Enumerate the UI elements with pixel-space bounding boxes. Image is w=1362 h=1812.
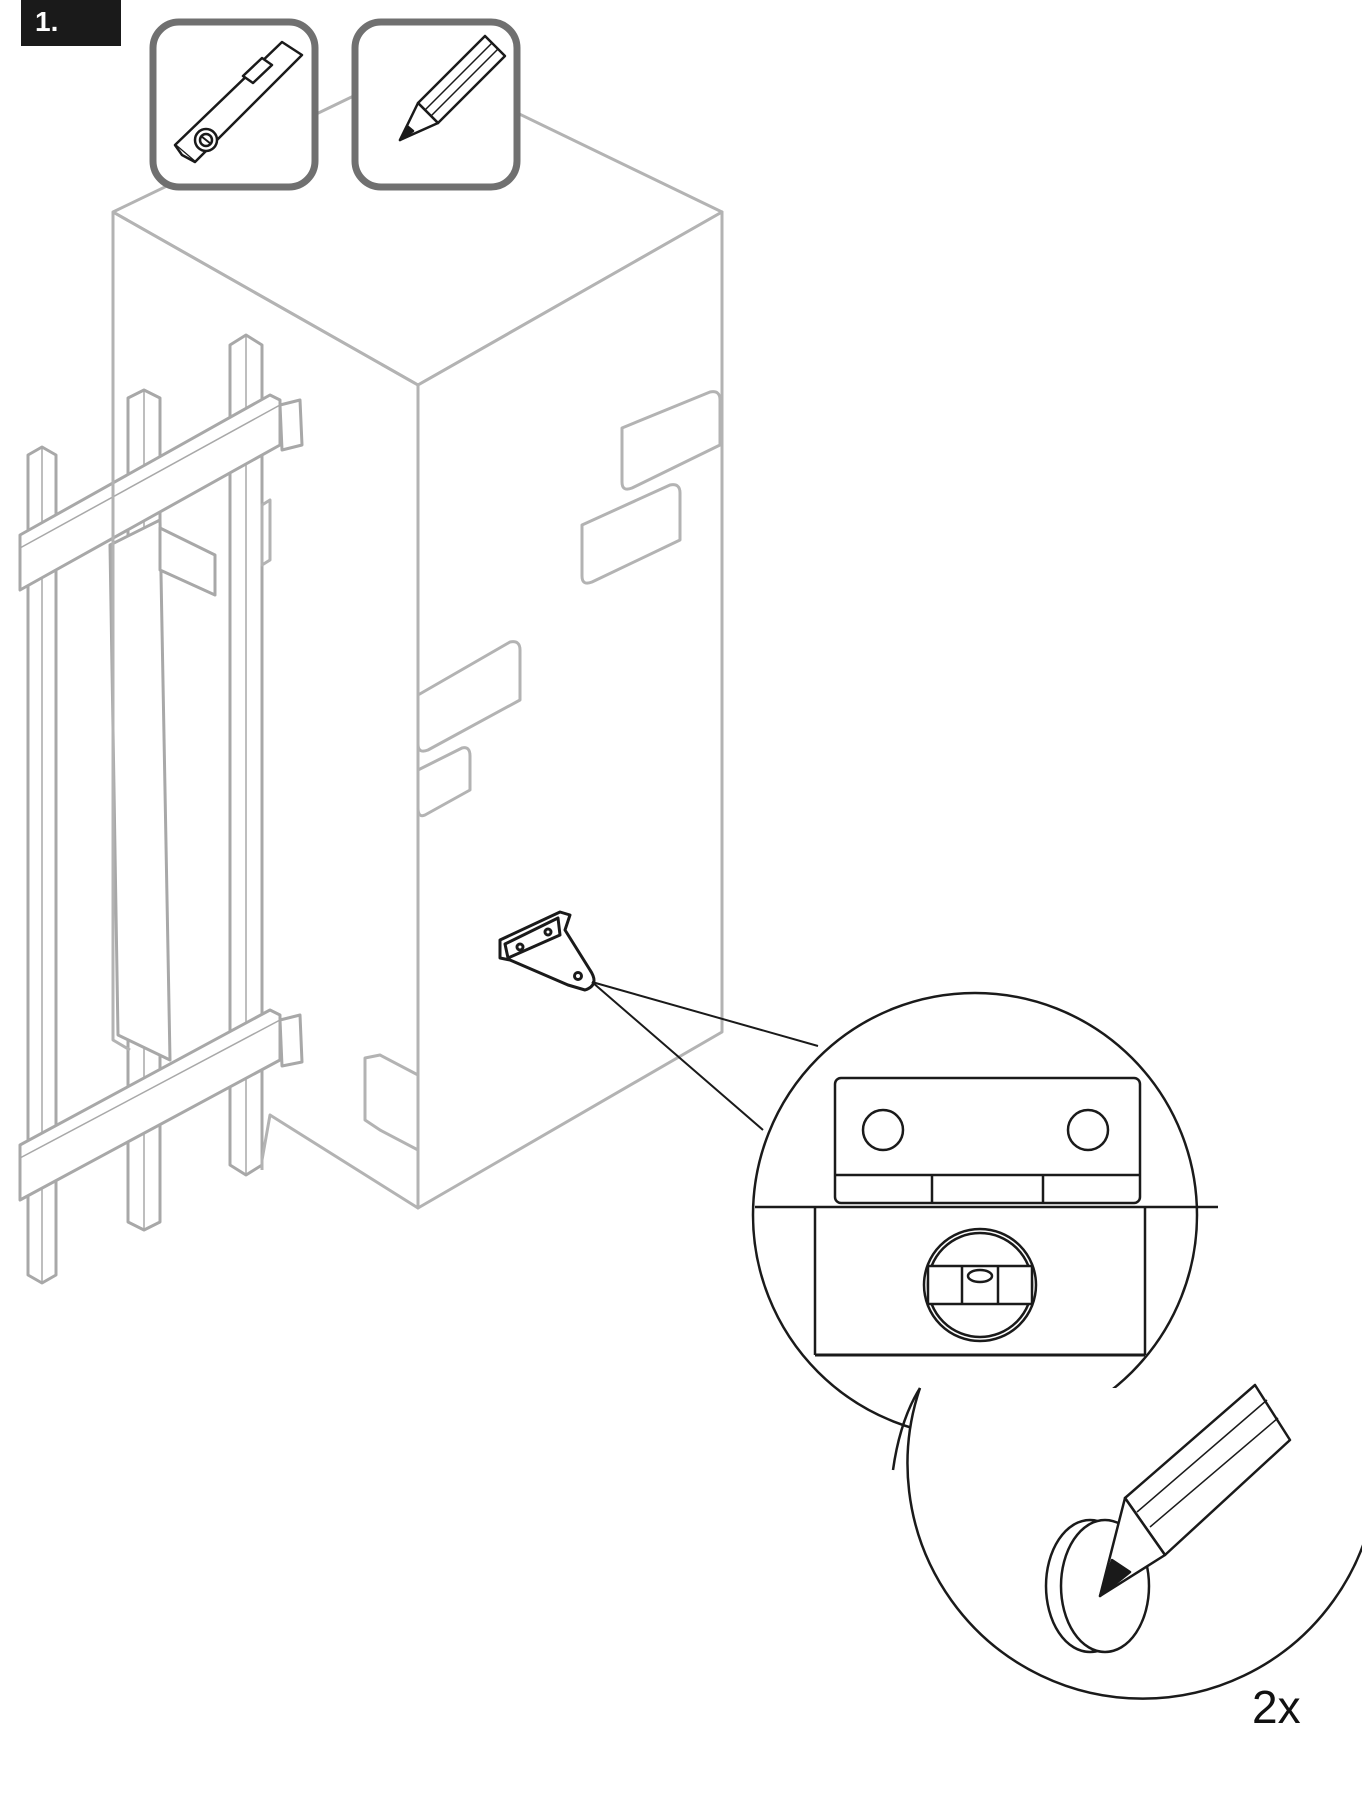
rail-bracket — [278, 398, 304, 452]
pencil-marking-icon — [1098, 1383, 1292, 1598]
fence-back-bracket — [158, 526, 217, 597]
tape-patch — [416, 640, 522, 753]
quantity-label: 2x — [1252, 1681, 1301, 1733]
tape-patch — [363, 1053, 420, 1152]
detail-circle-marking — [891, 1383, 1362, 1700]
step-number-label: 1. — [21, 0, 121, 46]
tape-patch — [620, 390, 722, 491]
bracket-plate — [833, 1076, 1142, 1205]
post — [111, 63, 724, 1210]
fence-picket — [26, 445, 58, 1285]
spirit-level-body — [755, 1205, 1218, 1357]
mounting-bracket — [498, 910, 596, 992]
pencil-icon — [351, 18, 521, 191]
tape-patch — [580, 483, 682, 585]
callout-leader — [591, 981, 819, 1131]
rail-bracket — [278, 1013, 304, 1068]
spirit-level-icon — [149, 18, 319, 191]
fence-back-panel — [108, 518, 172, 1062]
fence — [18, 333, 304, 1285]
tape-patch — [260, 498, 272, 567]
post-left-face — [112, 210, 420, 1210]
tape-patch — [416, 746, 472, 818]
detail-circle-level — [751, 991, 1218, 1439]
